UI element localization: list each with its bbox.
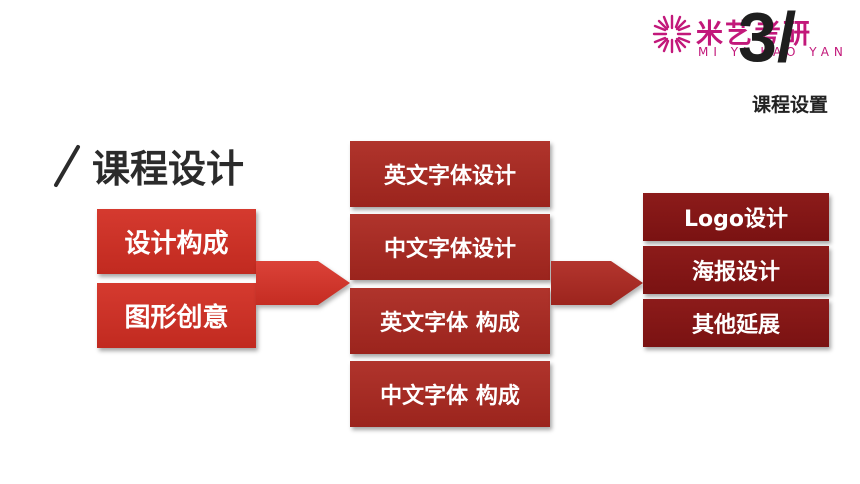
- starburst-logo-icon: [652, 14, 692, 54]
- right-box-3: 其他延展: [643, 299, 829, 347]
- brand-logo: 米艺考研 MI YI KAO YAN: [652, 10, 852, 62]
- left-box-2: 图形创意: [97, 283, 256, 348]
- arrow-right-icon: [551, 261, 643, 305]
- page-title: 课程设计: [52, 138, 244, 193]
- middle-box-1: 英文字体设计: [350, 141, 550, 207]
- logo-subtitle: MI YI KAO YAN: [698, 45, 848, 59]
- slash-icon: [54, 144, 80, 187]
- section-label: 课程设置: [751, 94, 828, 116]
- slide-number: 3/: [738, 0, 797, 76]
- middle-box-4: 中文字体 构成: [350, 361, 550, 427]
- right-box-2: 海报设计: [643, 246, 829, 294]
- middle-box-3: 英文字体 构成: [350, 288, 550, 354]
- page-title-text: 课程设计: [92, 147, 245, 191]
- arrow-right-icon: [256, 261, 350, 305]
- middle-box-2: 中文字体设计: [350, 214, 550, 280]
- left-box-1: 设计构成: [97, 209, 256, 274]
- right-box-1: Logo设计: [643, 193, 829, 241]
- logo-text: 米艺考研: [696, 19, 812, 50]
